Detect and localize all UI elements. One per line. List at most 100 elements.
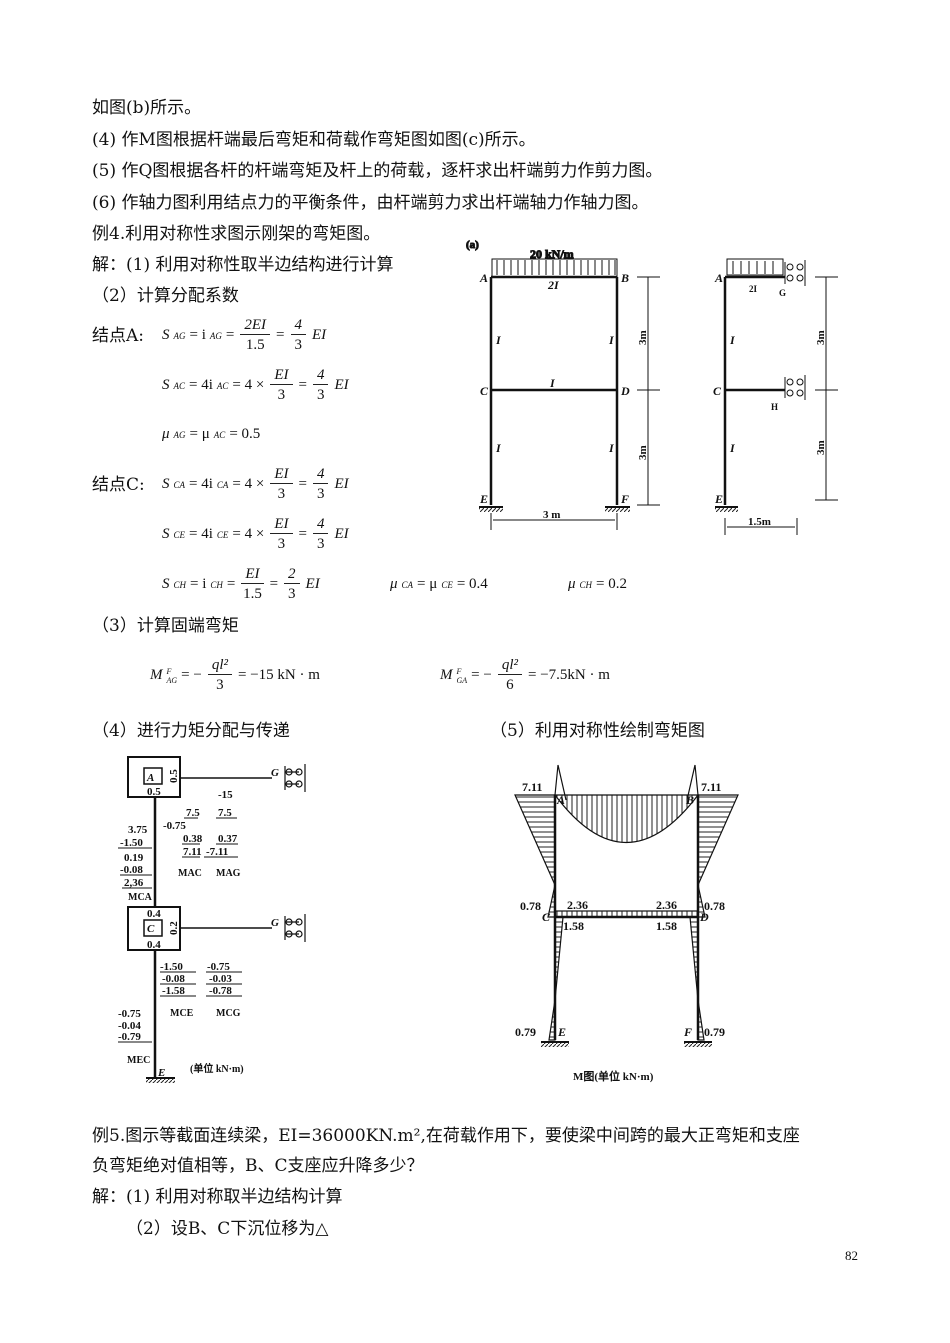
stiffness-label: I bbox=[608, 441, 615, 455]
node-c-label: 结点C: bbox=[92, 475, 145, 495]
node-label: E bbox=[479, 492, 488, 506]
dimension-label: 3m bbox=[637, 330, 649, 345]
node-label: E bbox=[157, 1067, 165, 1079]
dimension-label: 3 m bbox=[543, 509, 560, 521]
node-label: C bbox=[480, 384, 489, 398]
stiffness-label: I bbox=[495, 333, 502, 347]
moment-value: 1.58 bbox=[563, 919, 584, 933]
example-5-text: 负弯矩绝对值相等，B、C支座应升降多少？ bbox=[92, 1156, 424, 1176]
load-arrows bbox=[496, 260, 616, 275]
example-4-title: 例4.利用对称性求图示刚架的弯矩图。 bbox=[92, 224, 381, 244]
node-label: A bbox=[479, 271, 488, 285]
moment-value: 2.36 bbox=[656, 898, 677, 912]
symbol: EI bbox=[312, 327, 327, 343]
node-label: A bbox=[146, 772, 154, 784]
moment-value: -0.75 bbox=[207, 961, 230, 973]
moment-value: -0.75 bbox=[118, 1008, 141, 1020]
example-5-title: 例5.图示等截面连续梁，EI=36000KN.m²,在荷载作用下，要使梁中间跨的… bbox=[92, 1126, 800, 1146]
moment-value: 7.11 bbox=[522, 780, 542, 794]
slider-support-h bbox=[784, 375, 806, 400]
moment-value: 7.11 bbox=[701, 780, 721, 794]
node-label: H bbox=[771, 402, 778, 412]
moment-label: MCA bbox=[128, 892, 153, 903]
moment-label: MEC bbox=[127, 1055, 150, 1066]
moment-value: -0.75 bbox=[163, 820, 186, 832]
stiffness-label: I bbox=[729, 333, 736, 347]
moment-value: 2.36 bbox=[567, 898, 588, 912]
example-5-solution-1: 解：(1) 利用对称取半边结构计算 bbox=[92, 1187, 343, 1207]
step-6-text: (6) 作轴力图利用结点力的平衡条件，由杆端剪力求出杆端轴力作轴力图。 bbox=[92, 193, 649, 213]
moment-value: 7.5 bbox=[186, 807, 200, 819]
node-label: G bbox=[271, 767, 279, 779]
node-label: A bbox=[714, 271, 723, 285]
node-label: C bbox=[713, 384, 722, 398]
slider-support-g bbox=[284, 764, 306, 792]
distribution-factor: 0.2 bbox=[168, 921, 180, 935]
node-label: F bbox=[620, 492, 629, 506]
moment-value: 3.75 bbox=[128, 824, 148, 836]
stiffness-label: 2I bbox=[749, 284, 758, 294]
step-4-text: (4) 作M图根据杆端最后弯矩和荷载作弯矩图如图(c)所示。 bbox=[92, 130, 536, 150]
node-label: D bbox=[699, 910, 709, 924]
node-label: E bbox=[714, 492, 723, 506]
figure-tag: (a) bbox=[466, 239, 479, 251]
step-5-text: (5) 作Q图根据各杆的杆端弯矩及杆上的荷载，逐杆求出杆端剪力作剪力图。 bbox=[92, 161, 663, 181]
dimension-label: 3m bbox=[637, 445, 649, 460]
symbol: = i bbox=[189, 327, 206, 343]
moment-label: MCE bbox=[170, 1008, 194, 1019]
solution-step-3: （3）计算固端弯矩 bbox=[92, 616, 239, 636]
node-label: D bbox=[620, 384, 630, 398]
node-label: G bbox=[271, 917, 279, 929]
page-number: 82 bbox=[845, 1248, 858, 1263]
moment-value: 0.79 bbox=[515, 1025, 536, 1039]
slider-support-g bbox=[784, 260, 806, 286]
moment-value: -0.03 bbox=[209, 973, 232, 985]
node-label: B bbox=[620, 271, 629, 285]
subscript: AG bbox=[209, 330, 222, 341]
moment-value: 0.78 bbox=[704, 899, 725, 913]
moment-value: -1.50 bbox=[160, 961, 183, 973]
solution-step-1: 解：(1) 利用对称性取半边结构进行计算 bbox=[92, 255, 394, 275]
node-label: A bbox=[556, 793, 565, 807]
node-label: C bbox=[542, 910, 551, 924]
text-line: 如图(b)所示。 bbox=[92, 98, 202, 118]
diagram-caption: M图(单位 kN·m) bbox=[573, 1069, 654, 1083]
dimension-label: 1.5m bbox=[748, 516, 771, 528]
dimension-label: 3m bbox=[815, 330, 827, 345]
moment-value: 0.38 bbox=[183, 833, 203, 845]
moment-value: -1.50 bbox=[120, 837, 143, 849]
moment-value: 2,36 bbox=[124, 877, 144, 889]
stiffness-label: I bbox=[729, 441, 736, 455]
subscript: AG bbox=[173, 330, 186, 341]
moment-value: 0.79 bbox=[704, 1025, 725, 1039]
stiffness-label: 2I bbox=[547, 278, 560, 292]
moment-value: 0.78 bbox=[520, 899, 541, 913]
node-a-label: 结点A: bbox=[92, 326, 145, 346]
stiffness-label: I bbox=[549, 376, 556, 390]
distribution-factor: 0.5 bbox=[147, 786, 161, 798]
moment-value: -0.79 bbox=[118, 1031, 141, 1043]
load-label: 20 kN/m bbox=[530, 247, 574, 261]
moment-value: 1.58 bbox=[656, 919, 677, 933]
moment-label: MAG bbox=[216, 868, 241, 879]
moment-value: -0.04 bbox=[118, 1020, 141, 1032]
moment-label: MAC bbox=[178, 868, 202, 879]
distribution-factor: 0.4 bbox=[147, 939, 161, 951]
